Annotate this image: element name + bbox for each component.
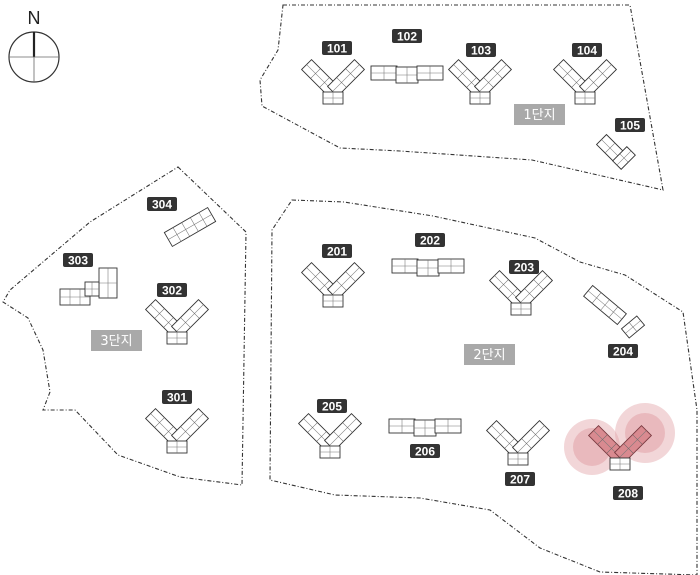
building-label-206: 206 xyxy=(410,444,440,459)
building-203[interactable] xyxy=(488,269,554,316)
building-201[interactable] xyxy=(300,261,366,308)
building-wing-detail xyxy=(332,267,360,295)
building-301[interactable] xyxy=(144,407,210,454)
building-label-207: 207 xyxy=(505,472,535,487)
building-label-bg xyxy=(466,43,496,57)
building-wing-detail xyxy=(479,64,507,92)
zone-2-label: 2단지 xyxy=(464,344,515,365)
building-label-105: 105 xyxy=(615,118,645,133)
building-wing-detail xyxy=(517,425,545,453)
building-label-bg xyxy=(162,390,192,404)
building-label-text: 101 xyxy=(327,42,347,56)
zone-3-boundary xyxy=(2,166,247,486)
building-label-bg xyxy=(157,283,187,297)
building-label-bg xyxy=(147,197,177,211)
building-104[interactable] xyxy=(552,58,618,105)
building-label-text: 201 xyxy=(327,245,347,259)
building-label-bg xyxy=(613,486,643,500)
building-label-304: 304 xyxy=(147,197,177,212)
building-label-text: 104 xyxy=(577,44,597,58)
zone-2-label-text: 2단지 xyxy=(473,348,505,363)
building-204[interactable] xyxy=(583,284,646,339)
building-303[interactable] xyxy=(59,267,118,306)
building-304[interactable] xyxy=(163,206,217,248)
building-label-203: 203 xyxy=(509,260,539,275)
building-wing-detail xyxy=(520,275,548,303)
buildings-layer xyxy=(59,58,653,471)
building-label-text: 206 xyxy=(415,445,435,459)
building-wing-detail xyxy=(168,214,212,240)
labels-layer: 101 102 103 104 105 201 202 203 204 205 206 207 208 3… xyxy=(63,29,645,501)
building-label-bg xyxy=(608,344,638,358)
building-label-208: 208 xyxy=(613,486,643,501)
building-label-text: 302 xyxy=(162,284,182,298)
building-label-102: 102 xyxy=(392,29,422,44)
building-label-text: 301 xyxy=(167,391,187,405)
building-label-bg xyxy=(410,444,440,458)
zone-1-label-bg xyxy=(514,104,565,125)
building-wing-detail xyxy=(619,430,647,458)
building-101[interactable] xyxy=(300,58,366,105)
building-label-303: 303 xyxy=(63,253,93,268)
building-wing-detail xyxy=(176,413,204,441)
building-label-bg xyxy=(572,43,602,57)
building-label-bg xyxy=(392,29,422,43)
building-wing-detail xyxy=(587,290,623,320)
zone-1-boundary xyxy=(259,4,664,191)
building-105[interactable] xyxy=(595,133,636,170)
building-label-text: 103 xyxy=(471,44,491,58)
building-wing-detail xyxy=(601,139,619,157)
building-wing-detail xyxy=(584,64,612,92)
zone-1-label-text: 1단지 xyxy=(523,108,555,123)
building-label-text: 304 xyxy=(152,198,172,212)
building-label-text: 204 xyxy=(613,345,633,359)
zone-1-label: 1단지 xyxy=(514,104,565,125)
building-label-text: 105 xyxy=(620,119,640,133)
building-wing-detail xyxy=(625,320,641,334)
building-202[interactable] xyxy=(391,258,465,277)
building-102[interactable] xyxy=(370,65,444,84)
building-208[interactable] xyxy=(587,424,653,471)
building-205[interactable] xyxy=(297,412,363,459)
building-label-201: 201 xyxy=(322,244,352,259)
building-label-text: 208 xyxy=(618,487,638,501)
building-wing-detail xyxy=(176,304,204,332)
building-label-bg xyxy=(322,41,352,55)
building-label-bg xyxy=(415,233,445,247)
building-label-text: 202 xyxy=(420,234,440,248)
building-label-bg xyxy=(505,472,535,486)
building-label-text: 203 xyxy=(514,261,534,275)
zone-2-label-bg xyxy=(464,344,515,365)
building-label-bg xyxy=(509,260,539,274)
building-label-text: 205 xyxy=(322,400,342,414)
building-label-302: 302 xyxy=(157,283,187,298)
building-207[interactable] xyxy=(485,419,551,466)
building-label-301: 301 xyxy=(162,390,192,405)
building-label-text: 303 xyxy=(68,254,88,268)
building-label-bg xyxy=(322,244,352,258)
building-206[interactable] xyxy=(388,418,462,437)
building-label-104: 104 xyxy=(572,43,602,58)
zone-3-label-text: 3단지 xyxy=(100,334,132,349)
building-label-101: 101 xyxy=(322,41,352,56)
building-label-text: 102 xyxy=(397,30,417,44)
building-wing-detail xyxy=(616,150,632,166)
building-wing-detail xyxy=(332,64,360,92)
building-label-204: 204 xyxy=(608,344,638,359)
compass: N xyxy=(8,8,60,83)
building-label-bg xyxy=(317,399,347,413)
building-label-bg xyxy=(63,253,93,267)
building-label-202: 202 xyxy=(415,233,445,248)
building-wing-detail xyxy=(329,418,357,446)
building-label-text: 207 xyxy=(510,473,530,487)
building-label-bg xyxy=(615,118,645,132)
building-label-205: 205 xyxy=(317,399,347,414)
compass-label: N xyxy=(28,8,41,28)
zone-3-label-bg xyxy=(91,330,142,351)
building-302[interactable] xyxy=(144,298,210,345)
building-103[interactable] xyxy=(447,58,513,105)
building-label-103: 103 xyxy=(466,43,496,58)
zone-3-label: 3단지 xyxy=(91,330,142,351)
